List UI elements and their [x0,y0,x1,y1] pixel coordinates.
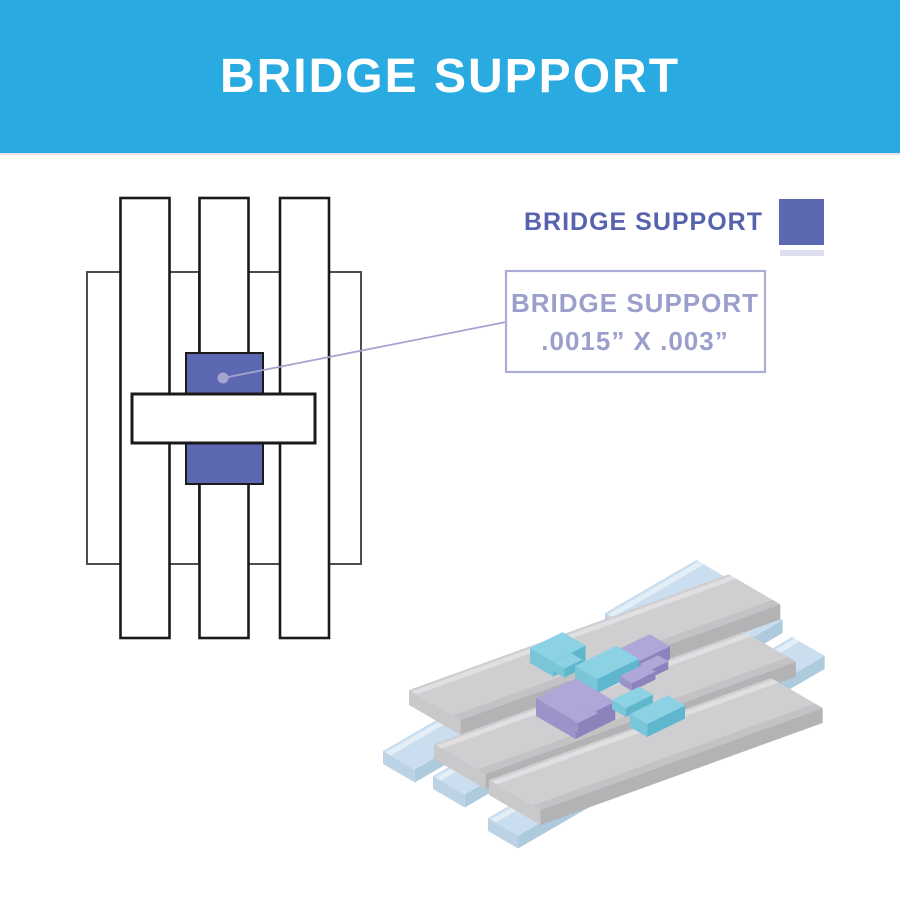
iso-cyan-face [530,632,586,662]
iso-cyan-face [630,695,685,724]
diagram-canvas: BRIDGE SUPPORT BRIDGE SUPPORT .0015” X .… [0,155,900,899]
iso-purple-face [536,678,616,721]
iso-cyan-face [612,700,626,717]
page-title: BRIDGE SUPPORT [219,50,681,103]
iso-purple-face [620,664,656,683]
callout-frame [504,269,767,374]
iso-cyan-face [625,694,653,717]
iso-cyan-face [630,714,648,737]
iso-purple-face [620,676,632,691]
iso-illustration [383,560,825,849]
legend-swatch-shadow [780,250,824,256]
schematic-2d [86,196,507,640]
iso-cyan-face [564,659,583,678]
crossing-bar [130,392,317,445]
callout-dimensions: .0015” X .003” [541,326,728,356]
iso-cyan-face [575,645,639,679]
iso-cyan-face [553,653,583,669]
legend-label: BRIDGE SUPPORT [524,208,763,236]
iso-tab-face [607,561,704,618]
iso-tab-face [433,776,465,808]
iso-purple-face [566,706,598,723]
callout-box: BRIDGE SUPPORT .0015” X .003” [504,269,767,374]
diagram-svg: BRIDGE SUPPORT BRIDGE SUPPORT .0015” X .… [86,196,825,849]
leader-line [222,321,507,379]
legend-swatch [779,199,824,245]
iso-gray-face [489,780,541,825]
iso-gray-face [409,574,781,720]
iso-purple-face [578,713,598,733]
iso-purple-face [536,698,576,739]
iso-gray-face [434,744,486,789]
iso-gray-face [540,708,823,825]
iso-purple-face [566,716,578,733]
leader-dot [217,372,229,384]
iso-gray-face [411,575,737,695]
iso-purple-face [640,655,669,670]
iso-tab-face [488,818,519,849]
iso-cyan-face [612,686,653,708]
iso-purple-face [632,671,656,691]
iso-cyan-face [553,662,565,678]
iso-gray-face [532,703,823,810]
iso-cyan-face [530,648,554,677]
iso-tab-face [383,751,415,783]
iso-cyan-face [575,666,598,693]
iso-gray-face [489,678,823,810]
header-banner: BRIDGE SUPPORT [0,0,900,155]
iso-cyan-face [597,658,639,693]
iso-cyan-face [647,705,685,737]
iso-gray-face [491,679,779,785]
callout-title: BRIDGE SUPPORT [511,288,759,318]
legend: BRIDGE SUPPORT [524,199,824,256]
iso-gray-face [409,690,461,735]
